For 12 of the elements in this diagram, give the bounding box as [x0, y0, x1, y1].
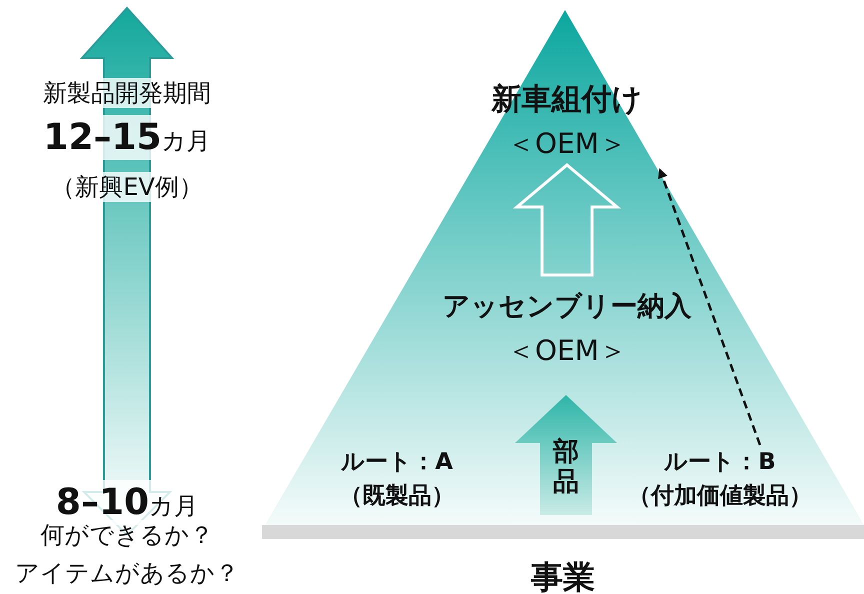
- stage-title: アッセンブリー納入: [442, 290, 692, 324]
- route-label: （既製品）: [338, 482, 456, 511]
- arrow-label: 部品: [552, 437, 580, 497]
- pyramid: [262, 8, 864, 594]
- arrow: [658, 168, 762, 446]
- route-label: ルート：A: [340, 448, 454, 477]
- block-arrow: [512, 163, 622, 276]
- route-label: ルート：B: [663, 448, 777, 477]
- stage-subtitle: ＜OEM＞: [506, 333, 628, 369]
- route-label: （付加価値製品）: [627, 482, 813, 511]
- stage-subtitle: ＜OEM＞: [506, 126, 628, 162]
- pyramid-title: 事業: [530, 557, 596, 594]
